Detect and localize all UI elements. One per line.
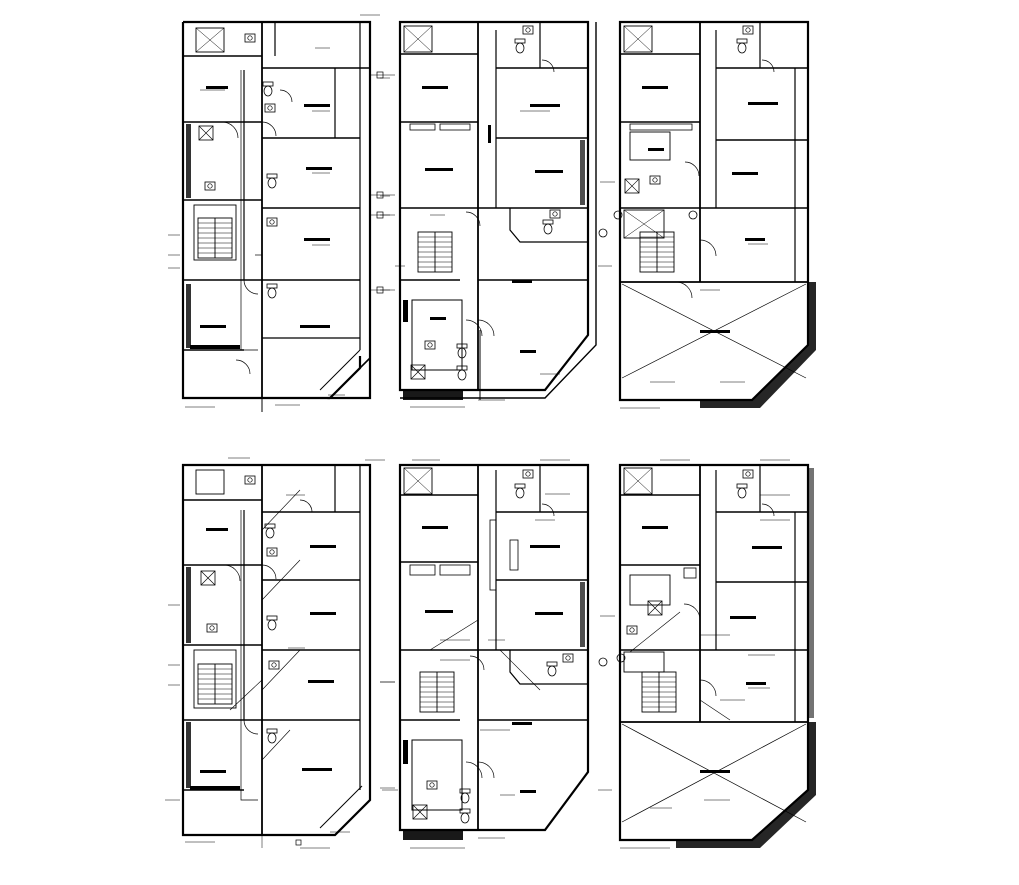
floor-plan-panel-top-middle [395, 20, 597, 408]
floor-plan-panel-bottom-middle [380, 459, 590, 849]
floor-plan-panel-bottom-left [165, 457, 395, 849]
floor-plan-panel-bottom-right [598, 459, 816, 849]
floor-plan-panel-top-left [168, 14, 395, 412]
floor-plan-panel-top-right [598, 20, 816, 409]
